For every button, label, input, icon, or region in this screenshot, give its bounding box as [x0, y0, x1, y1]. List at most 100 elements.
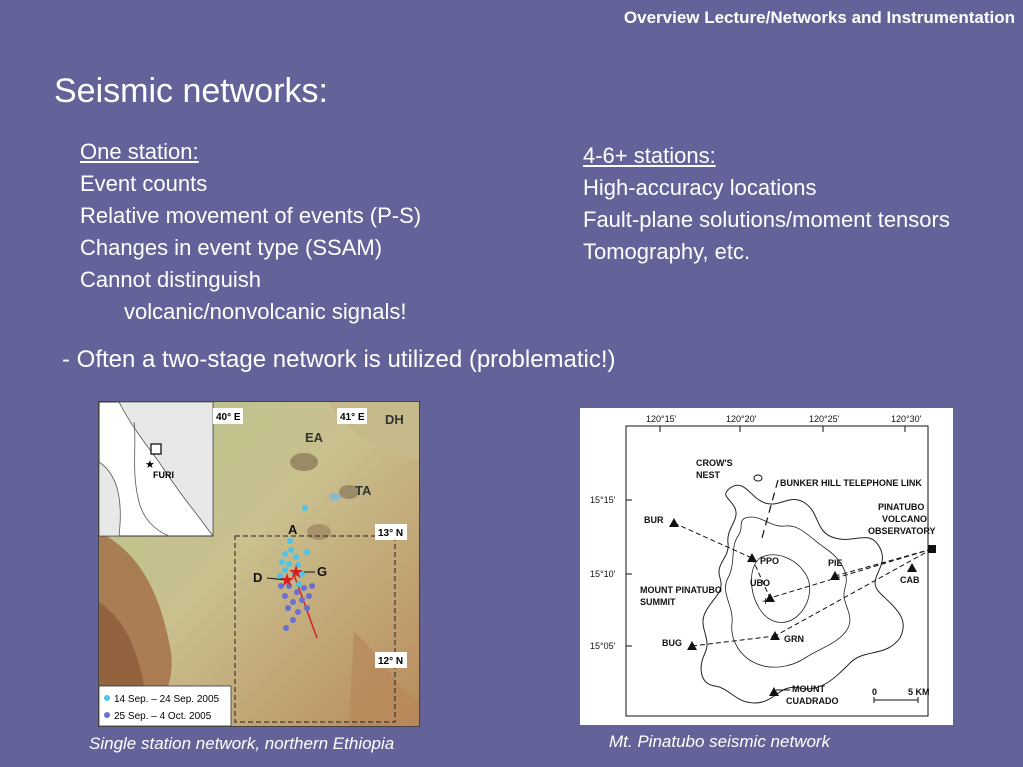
left-item: Changes in event type (SSAM) [80, 235, 383, 260]
event-dot [299, 571, 305, 577]
station-bug-icon [687, 641, 697, 650]
legend-label-2: 25 Sep. – 4 Oct. 2005 [114, 711, 212, 722]
event-dot [295, 609, 301, 615]
event-dot [277, 573, 283, 579]
station-pie-icon [830, 571, 840, 580]
lon-tick: 120°30' [891, 414, 922, 424]
dh-label: DH [385, 412, 404, 427]
station-ppo-icon [747, 553, 757, 562]
scale-five-label: 5 KM [908, 687, 930, 697]
cuadrado-label: MOUNT [792, 684, 825, 694]
legend-label-1: 14 Sep. – 24 Sep. 2005 [114, 694, 220, 705]
lon-tick: 120°20' [726, 414, 757, 424]
right-column-heading: 4-6+ stations: [583, 143, 716, 168]
event-dot [309, 583, 315, 589]
a-label: A [288, 522, 298, 537]
header-title: Overview Lecture/Networks and Instrument… [623, 8, 1015, 27]
left-item: Cannot distinguish [80, 267, 262, 292]
lat-tick: 15°05' [590, 641, 616, 651]
g-label: G [317, 564, 327, 579]
event-dot [290, 599, 296, 605]
ea-label: EA [305, 430, 324, 445]
station-cab-icon [907, 563, 917, 572]
lon-label-40: 40° E [216, 412, 241, 423]
right-item: High-accuracy locations [583, 175, 817, 200]
left-item: Relative movement of events (P-S) [80, 203, 422, 228]
cab-label: CAB [900, 575, 920, 585]
legend-swatch-1 [104, 695, 110, 701]
event-dot [291, 569, 297, 575]
summit-label: SUMMIT [640, 597, 676, 607]
bug-label: BUG [662, 638, 682, 648]
ethiopia-caption: Single station network, northern Ethiopi… [89, 734, 395, 753]
crows-nest-label: CROW'S [696, 458, 733, 468]
ppo-label: PPO [760, 556, 779, 566]
grn-label: GRN [784, 634, 804, 644]
lon-tick: 120°15' [646, 414, 677, 424]
slide-title: Seismic networks: [54, 72, 328, 110]
lat-tick: 15°15' [590, 495, 616, 505]
station-ubo-icon [765, 593, 775, 602]
ta-label: TA [355, 483, 372, 498]
event-dot [302, 505, 308, 511]
event-dot [287, 538, 293, 544]
left-item: Event counts [80, 171, 208, 196]
station-grn-icon [770, 631, 780, 640]
svg-text:★: ★ [145, 459, 155, 471]
events-series-1 [277, 505, 310, 587]
pie-label: PIE [828, 558, 843, 568]
epicenter-star-icon: ★ [279, 570, 295, 590]
ethiopia-map-graphic: ★ FURI 40° E 41° E DH EA TA 13° N 12° N … [99, 402, 419, 726]
event-dot [296, 581, 302, 587]
lat-label-13: 13° N [378, 528, 403, 539]
station-bur-icon [669, 518, 679, 527]
right-item: Fault-plane solutions/moment tensors [583, 207, 950, 232]
event-dot [304, 605, 310, 611]
event-dot [304, 549, 310, 555]
cuadrado-label: CUADRADO [786, 696, 839, 706]
furi-label: FURI [153, 470, 174, 480]
lat-tick: 15°10' [590, 569, 616, 579]
ubo-label: UBO [750, 578, 770, 588]
crows-nest-label: NEST [696, 470, 721, 480]
event-dot [282, 567, 288, 573]
event-dot [301, 585, 307, 591]
observatory-icon [928, 545, 936, 553]
d-label: D [253, 570, 262, 585]
event-dot [286, 583, 292, 589]
epicenter-star-icon: ★ [288, 562, 304, 582]
event-dot [285, 605, 291, 611]
pinatubo-map: 120°15' 120°20' 120°25' 120°30' 15°15' 1… [580, 408, 953, 725]
legend-swatch-2 [104, 712, 110, 718]
left-column: One station: Event counts Relative movem… [80, 136, 421, 328]
left-item: volcanic/nonvolcanic signals! [124, 299, 407, 324]
observatory-label: OBSERVATORY [868, 526, 936, 536]
event-dot [290, 617, 296, 623]
event-dot [283, 625, 289, 631]
event-dot [286, 561, 292, 567]
event-dot [294, 589, 300, 595]
pinatubo-map-graphic: 120°15' 120°20' 120°25' 120°30' 15°15' 1… [580, 408, 953, 725]
scale-zero-label: 0 [872, 687, 877, 697]
observatory-label: PINATUBO [878, 502, 924, 512]
two-stage-note: - Often a two-stage network is utilized … [62, 346, 616, 373]
left-column-heading: One station: [80, 139, 199, 164]
event-dot [293, 554, 299, 560]
station-cuadrado-icon [769, 687, 779, 696]
event-dot [299, 597, 305, 603]
event-dot [288, 547, 294, 553]
summit-cross-icon: + [762, 594, 769, 608]
summit-label: MOUNT PINATUBO [640, 585, 722, 595]
event-dot [278, 583, 284, 589]
event-dot [282, 551, 288, 557]
ethiopia-map: ★ FURI 40° E 41° E DH EA TA 13° N 12° N … [98, 401, 420, 727]
lat-label-12: 12° N [378, 656, 403, 667]
events-series-2 [278, 583, 315, 631]
bunker-hill-label: BUNKER HILL TELEPHONE LINK [780, 478, 922, 488]
bur-label: BUR [644, 515, 664, 525]
event-dot [295, 562, 301, 568]
event-dot [306, 593, 312, 599]
lon-tick: 120°25' [809, 414, 840, 424]
right-column: 4-6+ stations: High-accuracy locations F… [583, 140, 950, 268]
event-dot [279, 559, 285, 565]
